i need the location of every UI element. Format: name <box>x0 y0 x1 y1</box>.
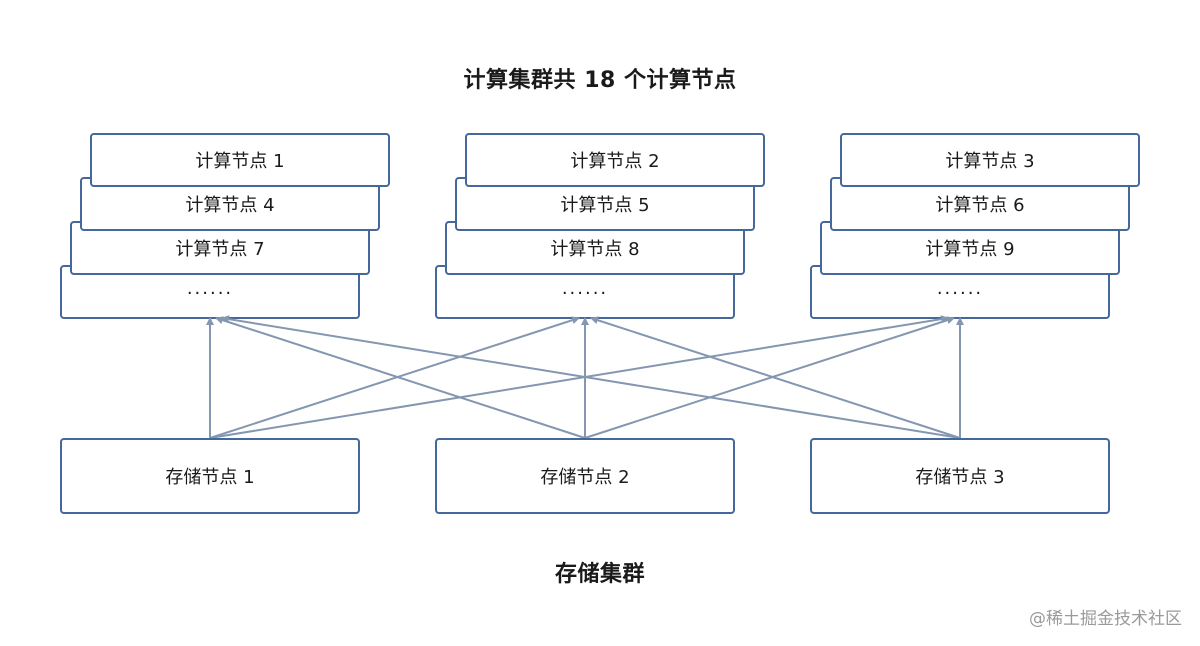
storage-node-2: 存储节点 2 <box>435 438 735 514</box>
compute-node-1: 计算节点 1 <box>90 133 390 187</box>
storage-cluster-title: 存储集群 <box>554 562 645 587</box>
arrow-storage-1-to-compute-stack-3 <box>209 315 949 439</box>
arrow-storage-1-to-compute-stack-2 <box>209 316 580 439</box>
watermark: @稀土掘金技术社区 <box>1029 609 1182 629</box>
storage-node-3: 存储节点 3 <box>810 438 1110 514</box>
compute-cluster-title: 计算集群共 18 个计算节点 <box>463 68 737 93</box>
arrow-storage-3-to-compute-stack-2 <box>590 316 961 439</box>
compute-node-2: 计算节点 2 <box>465 133 765 187</box>
storage-node-1: 存储节点 1 <box>60 438 360 514</box>
arrow-storage-2-to-compute-stack-3 <box>584 316 955 439</box>
arrow-storage-2-to-compute-stack-1 <box>215 316 586 439</box>
arrow-storage-3-to-compute-stack-1 <box>221 315 961 439</box>
compute-node-3: 计算节点 3 <box>840 133 1140 187</box>
